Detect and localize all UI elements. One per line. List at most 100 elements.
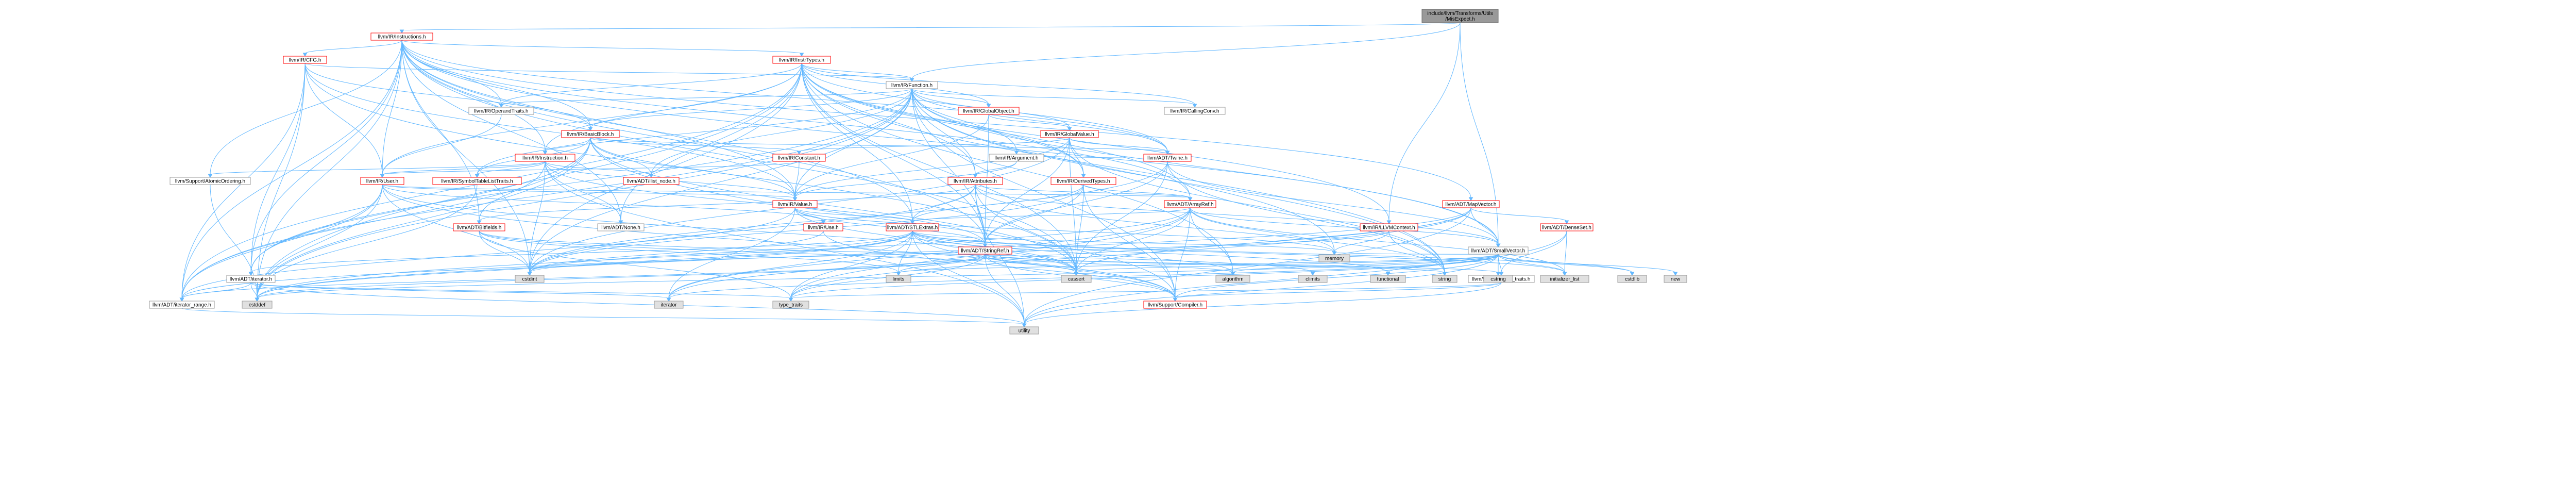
edge-smallvector-to-new xyxy=(1498,254,1678,276)
node-stlextras[interactable]: llvm/ADT/STLExtras.h xyxy=(886,223,939,231)
node-string[interactable]: string xyxy=(1432,275,1458,283)
node-box xyxy=(1442,200,1500,208)
node-limits[interactable]: limits xyxy=(886,275,911,283)
node-box xyxy=(989,154,1044,162)
edge-smallvector-to-initializerlist xyxy=(1498,254,1567,276)
node-arrayref[interactable]: llvm/ADT/ArrayRef.h xyxy=(1164,200,1216,208)
edge-iterator-to-typetraitsstd xyxy=(250,282,793,302)
edge-mapvector-to-densemap xyxy=(1470,207,1569,224)
node-iterator[interactable]: llvm/ADT/iterator.h xyxy=(226,275,276,283)
node-value[interactable]: llvm/IR/Value.h xyxy=(772,200,818,208)
node-attributes[interactable]: llvm/IR/Attributes.h xyxy=(947,177,1003,185)
edge-root-to-instructions xyxy=(399,22,1461,34)
node-iteratorrange[interactable]: llvm/ADT/iterator_range.h xyxy=(149,301,215,309)
node-constant[interactable]: llvm/IR/Constant.h xyxy=(772,154,826,162)
node-instructions[interactable]: llvm/IR/Instructions.h xyxy=(370,32,433,41)
node-stringref[interactable]: llvm/ADT/StringRef.h xyxy=(958,246,1012,255)
node-ilistnode[interactable]: llvm/ADT/ilist_node.h xyxy=(623,177,680,185)
node-box xyxy=(772,200,818,208)
node-label: llvm/IR/Attributes.h xyxy=(954,179,997,185)
node-smallvector[interactable]: llvm/ADT/SmallVector.h xyxy=(1468,246,1529,255)
node-new[interactable]: new xyxy=(1664,275,1687,283)
node-box xyxy=(468,107,534,115)
node-atomicordering[interactable]: llvm/Support/AtomicOrdering.h xyxy=(170,177,251,185)
node-symtablelisttraits[interactable]: llvm/IR/SymbolTableListTraits.h xyxy=(432,177,522,185)
node-globalobject[interactable]: llvm/IR/GlobalObject.h xyxy=(958,107,1020,115)
node-algorithm[interactable]: algorithm xyxy=(1215,275,1250,283)
node-label: limits xyxy=(893,277,905,282)
node-label: cassert xyxy=(1068,277,1084,282)
node-callingconv[interactable]: llvm/IR/CallingConv.h xyxy=(1164,107,1226,115)
edge-root-to-function xyxy=(909,22,1461,82)
node-label: llvm/ADT/DenseSet.h xyxy=(1542,225,1591,231)
node-label: climits xyxy=(1306,277,1320,282)
edge-basicblock-to-twine xyxy=(590,137,1170,155)
node-box xyxy=(597,223,645,231)
node-climits[interactable]: climits xyxy=(1298,275,1328,283)
node-label: llvm/IR/Function.h xyxy=(891,83,933,89)
node-label: llvm/ADT/ArrayRef.h xyxy=(1166,202,1213,208)
node-typetraitsstd[interactable]: type_traits xyxy=(772,301,809,309)
node-insttypes[interactable]: llvm/IR/InstrTypes.h xyxy=(772,56,831,64)
node-box xyxy=(283,56,327,64)
node-label: type_traits xyxy=(779,303,803,308)
node-function[interactable]: llvm/IR/Function.h xyxy=(886,81,938,89)
node-box xyxy=(886,223,939,231)
node-cassert[interactable]: cassert xyxy=(1061,275,1092,283)
node-root[interactable]: include/llvm/Transforms/Utils/MisExpect.… xyxy=(1421,9,1499,23)
node-functional[interactable]: functional xyxy=(1370,275,1406,283)
edge-user-to-arrayref xyxy=(382,184,1193,201)
edge-cfg-to-basicblock xyxy=(304,63,593,131)
node-label: iterator xyxy=(660,303,677,308)
node-use[interactable]: llvm/IR/Use.h xyxy=(803,223,843,231)
node-label: initializer_list xyxy=(1550,277,1580,282)
edge-densemap-to-initializerlist xyxy=(1562,230,1567,276)
node-instruction[interactable]: llvm/IR/Instruction.h xyxy=(515,154,575,162)
node-derivedtypes[interactable]: llvm/IR/DerivedTypes.h xyxy=(1050,177,1116,185)
node-initializerlist[interactable]: initializer_list xyxy=(1540,275,1589,283)
node-memory[interactable]: memory xyxy=(1318,254,1350,262)
edge-instructions-to-user xyxy=(380,40,402,178)
edge-insttypes-to-callingconv xyxy=(801,63,1197,108)
node-box xyxy=(772,154,826,162)
edge-globalobject-to-globalvalue xyxy=(988,114,1072,131)
edge-instructions-to-mapvector xyxy=(401,40,1473,201)
node-label: functional xyxy=(1377,277,1399,282)
node-cstddef[interactable]: cstddef xyxy=(242,301,273,309)
edge-instructions-to-smallvector xyxy=(401,40,1501,247)
edge-twine-to-string xyxy=(1167,161,1447,276)
node-cstdint[interactable]: cstdint xyxy=(515,275,545,283)
node-cstdlib[interactable]: cstdlib xyxy=(1617,275,1647,283)
node-densemap[interactable]: llvm/ADT/DenseSet.h xyxy=(1540,223,1594,231)
node-box xyxy=(226,275,276,283)
node-mapvector[interactable]: llvm/ADT/MapVector.h xyxy=(1442,200,1500,208)
node-box xyxy=(947,177,1003,185)
node-box xyxy=(886,275,911,283)
node-operandtraits[interactable]: llvm/IR/OperandTraits.h xyxy=(468,107,534,115)
node-argument[interactable]: llvm/IR/Argument.h xyxy=(989,154,1044,162)
node-cstring[interactable]: cstring xyxy=(1483,275,1513,283)
node-user[interactable]: llvm/IR/User.h xyxy=(360,177,404,185)
node-label: llvm/IR/Instructions.h xyxy=(378,35,426,40)
node-llvmcontext[interactable]: llvm/IR/LLVMContext.h xyxy=(1360,223,1418,231)
node-label: llvm/ADT/ilist_node.h xyxy=(627,179,675,185)
node-box xyxy=(1617,275,1647,283)
node-cfg[interactable]: llvm/IR/CFG.h xyxy=(283,56,327,64)
node-none[interactable]: llvm/ADT/None.h xyxy=(597,223,645,231)
node-box xyxy=(1483,275,1513,283)
node-basicblock[interactable]: llvm/IR/BasicBlock.h xyxy=(561,130,620,138)
edge-iterator-to-utility xyxy=(250,282,1027,327)
node-utility[interactable]: utility xyxy=(1009,326,1039,335)
edge-stlextras-to-cstddef xyxy=(255,230,913,302)
node-globalvalue[interactable]: llvm/IR/GlobalValue.h xyxy=(1040,130,1099,138)
node-compiler[interactable]: llvm/Support/Compiler.h xyxy=(1143,301,1207,309)
node-box xyxy=(958,107,1020,115)
node-box xyxy=(1061,275,1092,283)
edge-cfg-to-function xyxy=(304,63,914,82)
node-label: llvm/IR/GlobalValue.h xyxy=(1045,132,1094,138)
node-twine[interactable]: llvm/ADT/Twine.h xyxy=(1143,154,1192,162)
node-iteratorstd[interactable]: iterator xyxy=(654,301,684,309)
node-box xyxy=(1432,275,1458,283)
node-bitfields[interactable]: llvm/ADT/Bitfields.h xyxy=(453,223,505,231)
